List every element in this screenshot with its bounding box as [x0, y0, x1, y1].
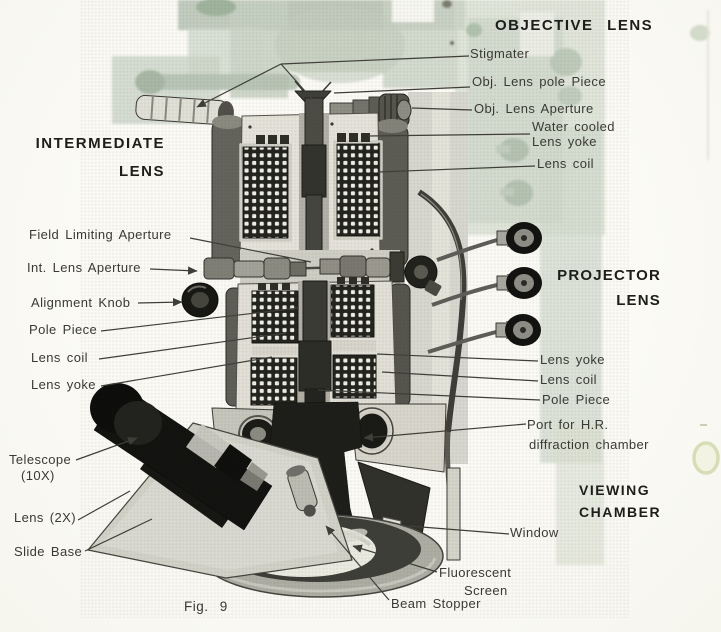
leader-window	[408, 525, 510, 535]
leader-int-aperture	[149, 266, 198, 275]
label-intermediate-lens-coil: Lens coil	[31, 350, 88, 365]
leader-proj-lens-coil	[381, 371, 539, 382]
leader-telescope	[75, 437, 138, 461]
microscope-column	[87, 80, 720, 598]
label-intermediate-pole-piece: Pole Piece	[29, 322, 98, 337]
label-objective-lens-coil: Lens coil	[537, 156, 594, 171]
leader-obj-lens-coil	[377, 165, 536, 173]
leader-int-pole-piece	[100, 307, 300, 332]
leader-alignment-knob	[137, 298, 183, 307]
heading-objective-lens: OBJECTIVE LENS	[495, 17, 654, 34]
leader-field-limiting	[189, 237, 312, 263]
knob	[495, 314, 541, 346]
cooling-hoses	[417, 189, 498, 561]
scan-smudge	[196, 0, 236, 16]
leader-proj-pole-piece	[317, 389, 541, 401]
label-line: Telescope	[9, 452, 72, 467]
label-line: Fluorescent	[439, 565, 512, 580]
heading-line: VIEWING	[579, 482, 651, 498]
label-water-cooled-lens-yoke: Water cooled Lens yoke	[532, 119, 615, 149]
scan-speck	[450, 41, 454, 45]
stopper-cylinder	[286, 465, 318, 517]
leader-water-cooled	[367, 133, 531, 137]
label-line: Screen	[464, 583, 508, 598]
heading-projector-lens: PROJECTOR LENS	[556, 263, 661, 313]
coil-terminals	[256, 133, 370, 144]
label-intermediate-lens-yoke: Lens yoke	[31, 377, 96, 392]
leader-obj-pole-piece	[333, 86, 471, 94]
ghost-knob	[558, 86, 582, 106]
label-window: Window	[510, 525, 559, 540]
label-obj-lens-pole-piece: Obj. Lens pole Piece	[472, 74, 606, 89]
lens-coil-grid	[251, 290, 299, 344]
label-beam-stopper: Beam Stopper	[391, 596, 481, 611]
leader-slide-base	[84, 518, 153, 552]
leader-lines	[75, 55, 541, 601]
label-field-limiting-aperture: Field Limiting Aperture	[29, 227, 172, 242]
label-stigmater: Stigmater	[470, 46, 530, 61]
stain-mark	[692, 424, 720, 475]
label-obj-lens-aperture: Obj. Lens Aperture	[474, 101, 594, 116]
knob	[496, 267, 542, 299]
label-fluorescent-screen: Fluorescent Screen	[439, 564, 511, 600]
leader-int-lens-coil	[98, 332, 287, 360]
label-projector-lens-coil: Lens coil	[540, 372, 597, 387]
scan-smudge	[690, 25, 710, 41]
projector-lens-block	[225, 277, 411, 414]
ghost-stigmator-rod	[150, 74, 300, 90]
coil-terminals	[258, 277, 369, 290]
ghost-knob	[499, 138, 529, 162]
figure-caption: Fig. 9	[184, 599, 228, 614]
heading-line: INTERMEDIATE	[35, 135, 165, 152]
label-line: (10X)	[21, 468, 55, 483]
objective-lens-block	[211, 97, 409, 271]
bore-tube	[304, 97, 324, 149]
label-port-hr-diffraction: Port for H.R. diffraction chamber	[527, 415, 649, 455]
aperture-rod-row	[181, 250, 442, 318]
label-lens-2x: Lens (2X)	[14, 510, 76, 525]
knob	[496, 222, 542, 254]
heading-line: LENS	[616, 292, 661, 309]
label-telescope: Telescope (10X)	[9, 452, 71, 484]
leader-fluorescent	[352, 544, 438, 573]
label-projector-pole-piece: Pole Piece	[542, 392, 611, 407]
leader-int-lens-yoke	[100, 356, 273, 387]
leader-obj-aperture	[411, 107, 473, 111]
label-slide-base: Slide Base	[14, 544, 83, 559]
lens-coil-grid	[330, 284, 375, 338]
lens-coil-grid	[250, 357, 298, 406]
label-line: Lens yoke	[532, 133, 597, 149]
heading-viewing-chamber: VIEWING CHAMBER	[579, 479, 661, 523]
label-line: Water cooled	[532, 119, 615, 134]
leader-stigmater	[280, 55, 470, 65]
scan-speck	[442, 0, 452, 8]
scan-smudge	[466, 23, 482, 37]
heading-line: PROJECTOR	[557, 267, 661, 284]
label-alignment-knob: Alignment Knob	[31, 295, 131, 310]
leader-proj-lens-yoke	[376, 353, 539, 362]
lens-coil-grid	[242, 146, 289, 239]
leader-port-hr	[363, 423, 527, 442]
leader-lens-2x	[77, 490, 131, 521]
adjustment-knobs	[495, 222, 542, 346]
leader-beam-stopper	[325, 525, 390, 601]
ghost-background	[112, 0, 710, 565]
heading-intermediate-lens: INTERMEDIATE LENS	[25, 130, 165, 186]
ghost-knob	[503, 180, 533, 206]
lens-coil-grid	[336, 143, 380, 237]
ghost-knob	[550, 48, 582, 76]
page-edge-line	[707, 10, 709, 160]
label-projector-lens-yoke: Lens yoke	[540, 352, 605, 367]
heading-line: CHAMBER	[579, 504, 662, 520]
label-int-lens-aperture: Int. Lens Aperture	[27, 260, 141, 275]
bore-tube	[302, 280, 328, 344]
objective-aperture-rod	[329, 93, 412, 128]
heading-line: LENS	[118, 163, 165, 180]
label-line: Port for H.R.	[527, 417, 609, 432]
label-line: diffraction chamber	[529, 437, 649, 452]
telescope-assembly	[87, 383, 353, 579]
